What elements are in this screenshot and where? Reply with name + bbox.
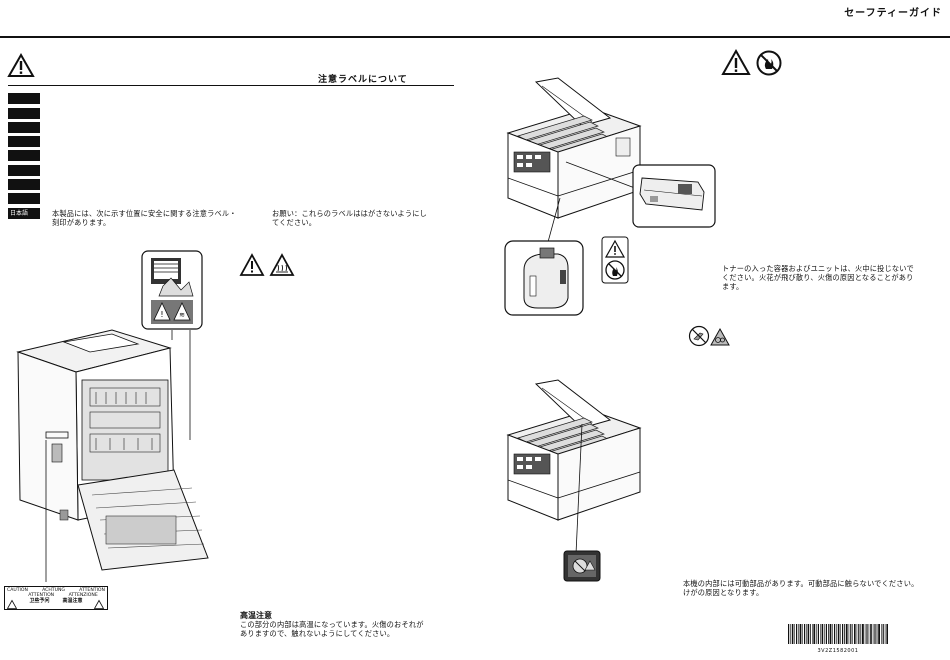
toner-warning-label (601, 236, 629, 284)
language-tab (8, 193, 40, 204)
language-tab (8, 179, 40, 190)
language-tab (8, 136, 40, 147)
toner-cartridge-callout (632, 164, 716, 228)
printer-rear-illustration (16, 329, 209, 582)
page-title: セーフティーガイド (844, 8, 942, 19)
printer-toner-illustration (506, 77, 642, 243)
hot-caution-title: 高温注意 (240, 611, 272, 620)
moving-parts-label-callout (563, 550, 601, 582)
toner-bottle-callout (504, 240, 584, 316)
section-rule (8, 85, 454, 86)
no-fire-icon (756, 50, 782, 76)
language-tab (8, 108, 40, 119)
language-tab-japanese: 日本語 (8, 208, 40, 219)
notice-text: お願い：これらのラベルははがさないようにし てください。 (272, 209, 427, 227)
header-rule (0, 36, 950, 38)
svg-text:≋: ≋ (179, 311, 185, 319)
warning-icon (6, 599, 18, 609)
language-tab (8, 93, 40, 104)
svg-text:!: ! (160, 310, 163, 319)
hot-surface-icon (93, 599, 105, 609)
moving-parts-icon (710, 327, 730, 346)
barcode: 3V2Z1582001 (788, 624, 888, 654)
label-callout-hot: ! ≋ (141, 250, 203, 330)
language-tab (8, 165, 40, 176)
caution-label-strip: CAUTION ACHTUNG ATTENTION ATTENTION ATTE… (4, 586, 108, 610)
section-title: 注意ラベルについて (318, 75, 408, 85)
warning-icon (7, 52, 35, 77)
no-touch-icon (688, 325, 710, 347)
printer-moving-parts-illustration (506, 379, 642, 555)
intro-text: 本製品には、次に示す位置に安全に関する注意ラベル・ 刻印があります。 (52, 209, 237, 227)
toner-fire-warning: トナーの入った容器およびユニットは、火中に投じないで ください。火花が飛び散り、… (722, 264, 914, 291)
hot-surface-icon (269, 253, 295, 276)
warning-icon (239, 253, 265, 276)
hot-caution-body: この部分の内部は高温になっています。火傷のおそれが ありますので、触れないように… (240, 620, 424, 638)
language-tab (8, 150, 40, 161)
barcode-number: 3V2Z1582001 (817, 648, 859, 654)
warning-icon (721, 48, 751, 75)
language-tab (8, 122, 40, 133)
moving-parts-warning: 本機の内部には可動部品があります。可動部品に触らないでください。 けがの原因とな… (683, 579, 919, 597)
